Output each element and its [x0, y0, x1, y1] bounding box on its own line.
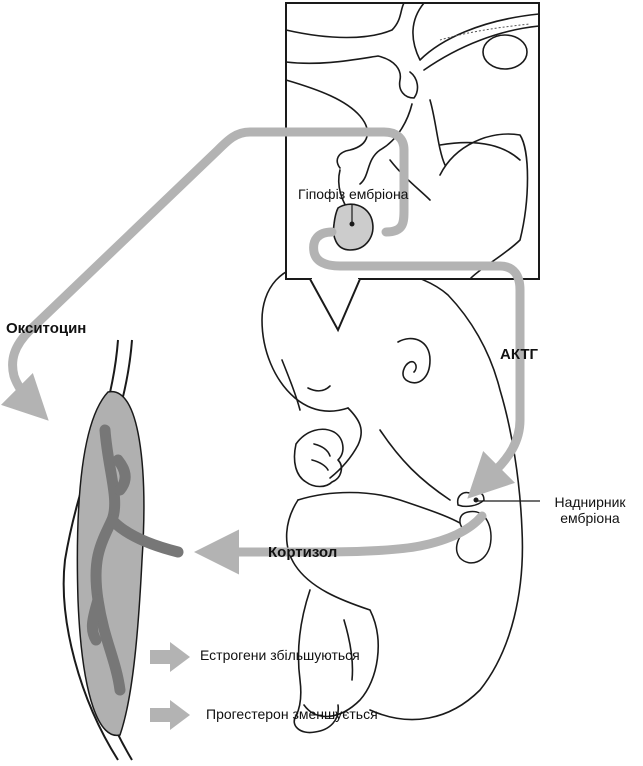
- pituitary-label: Гіпофіз ембріона: [298, 186, 409, 202]
- oxytocin-label: Окситоцин: [6, 320, 87, 337]
- adrenal-label: Наднирник ембріона: [540, 494, 640, 526]
- adrenal-label-line2: ембріона: [560, 510, 620, 526]
- hormone-arrows: [0, 127, 525, 575]
- placenta-vessels: [86, 424, 184, 696]
- fetus: [261, 263, 524, 734]
- acth-label: АКТГ: [500, 346, 539, 363]
- oxytocin-arrow: [0, 127, 409, 421]
- fetal-adrenal-gland: [455, 491, 492, 564]
- placenta: [76, 391, 184, 737]
- cortisol-arrow: [194, 511, 487, 575]
- pituitary-gland: [332, 203, 374, 251]
- estrogen-label: Естрогени збільшуються: [200, 647, 360, 663]
- progesterone-label: Прогестерон зменшується: [206, 706, 378, 722]
- inset-pointer: [309, 278, 361, 333]
- acth-arrow: [309, 227, 525, 499]
- estrogen-bullet-arrow: [150, 642, 190, 672]
- inset-ventricle: [482, 34, 528, 70]
- adrenal-marker-dot: [473, 497, 479, 503]
- adrenal-label-line1: Наднирник: [554, 494, 626, 510]
- progesterone-bullet-arrow: [150, 700, 190, 730]
- bullet-arrows: [150, 642, 190, 730]
- cortisol-label: Кортизол: [268, 544, 338, 561]
- brain-inset: [285, 2, 540, 333]
